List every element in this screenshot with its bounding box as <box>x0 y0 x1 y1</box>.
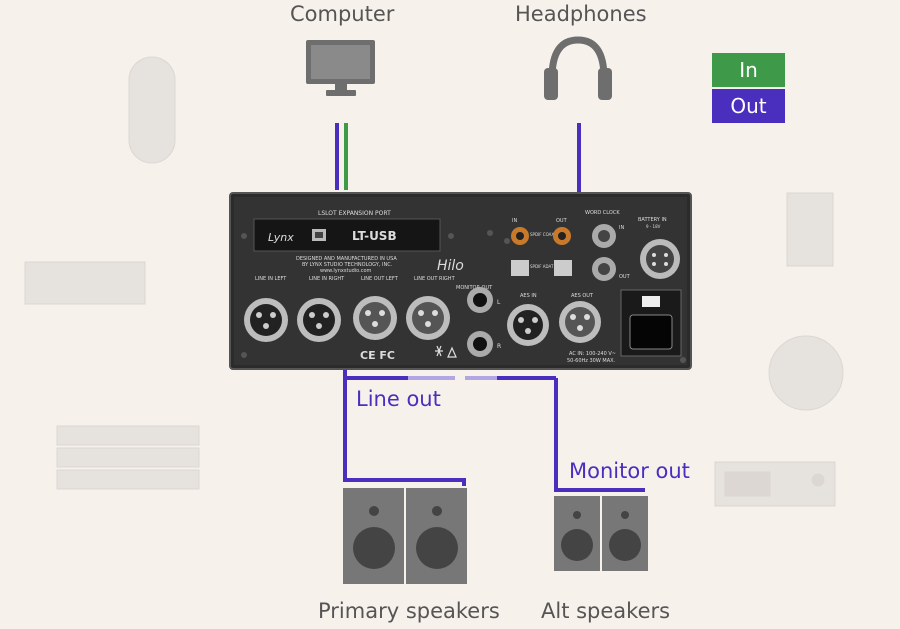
wc-out-label: OUT <box>619 274 631 280</box>
line-in-right-xlr <box>297 298 341 342</box>
aes-in-label: AES IN <box>520 293 537 299</box>
legend-out: Out <box>712 89 785 123</box>
monitor-out-label: MONITOR OUT <box>456 285 493 291</box>
headphones-icon <box>544 36 612 100</box>
line-in-left-xlr <box>244 298 288 342</box>
made-in-line2: BY LYNX STUDIO TECHNOLOGY, INC. <box>302 262 393 268</box>
alt-speakers-label: Alt speakers <box>541 599 671 623</box>
monitor-out-l-jack <box>467 287 493 313</box>
background-devices <box>24 56 844 507</box>
line-in-right-label: LINE IN RIGHT <box>309 276 345 282</box>
word-clock-label: WORD CLOCK <box>585 210 620 216</box>
bg-receiver-knob <box>811 473 825 487</box>
bg-microphone <box>128 56 176 164</box>
spdif-coax-out-rca <box>553 227 571 245</box>
line-out-right-xlr <box>406 296 450 340</box>
panel-screws <box>241 230 686 363</box>
spdif-out-label: OUT <box>556 218 568 224</box>
line-in-left-label: LINE IN LEFT <box>255 276 287 282</box>
line-out-label: Line out <box>356 387 441 411</box>
monitor-out-r-jack <box>467 331 493 357</box>
aes-out-label: AES OUT <box>571 293 594 299</box>
line-out-cable <box>343 369 466 486</box>
ac-in-line1: AC IN: 100-240 V~ <box>569 351 616 357</box>
spdif-in-label: IN <box>512 218 517 224</box>
legend-in: In <box>712 53 785 87</box>
bg-rack-unit-3 <box>56 469 200 490</box>
spdif-coax-label: SPDIF COAX <box>530 232 554 237</box>
weee-icon <box>435 345 443 357</box>
spdif-coax-in-rca <box>511 227 529 245</box>
expansion-slot <box>253 218 441 252</box>
alt-speakers-icon <box>554 496 648 571</box>
spdif-adat-label: SPDIF ADAT OPT. <box>530 264 563 269</box>
word-clock-in-bnc <box>592 224 616 248</box>
ac-in-line2: 50-60Hz 30W MAX. <box>567 358 616 364</box>
primary-speakers-label: Primary speakers <box>318 599 500 623</box>
website: www.lynxstudio.com <box>320 268 372 274</box>
bg-tall-box <box>786 192 834 267</box>
line-out-left-xlr <box>353 296 397 340</box>
aes-in-xlr <box>507 304 549 346</box>
optical-out-port <box>554 260 572 276</box>
bg-rack-unit-1 <box>56 425 200 446</box>
iec-power-inlet <box>629 314 673 350</box>
hilo-rear-panel: LSLOT EXPANSION PORT Lynx LT-USB DESIGNE… <box>229 192 692 370</box>
monitor-l-label: L <box>497 299 501 306</box>
made-in-line1: DESIGNED AND MANUFACTURED IN USA <box>296 256 397 262</box>
brand-logo: Lynx <box>268 231 294 244</box>
headphones-label: Headphones <box>515 2 647 26</box>
card-name: LT-USB <box>352 229 397 243</box>
monitor-out-label: Monitor out <box>569 459 690 483</box>
optical-in-port <box>511 260 529 276</box>
bg-device-box <box>24 261 146 305</box>
bg-rack-unit-2 <box>56 447 200 468</box>
monitor-r-label: R <box>497 343 501 350</box>
battery-volts-label: 9 - 18V <box>646 224 661 229</box>
expansion-port-label: LSLOT EXPANSION PORT <box>318 210 391 217</box>
bg-round-speaker <box>768 335 844 411</box>
primary-speakers-icon <box>343 488 467 584</box>
certification-marks: CE FC <box>360 349 395 362</box>
computer-label: Computer <box>290 2 395 26</box>
computer-usb-cable <box>335 123 348 190</box>
battery-in-label: BATTERY IN <box>638 217 667 223</box>
bg-receiver-display <box>724 471 771 497</box>
aes-out-xlr <box>559 301 601 343</box>
product-logo: Hilo <box>437 258 464 274</box>
word-clock-out-bnc <box>592 257 616 281</box>
line-out-left-label: LINE OUT LEFT <box>361 276 399 282</box>
warning-icon <box>447 346 457 358</box>
computer-icon <box>306 40 375 96</box>
battery-in-connector <box>640 239 680 279</box>
line-out-right-label: LINE OUT RIGHT <box>414 276 456 282</box>
monitor-out-cable <box>465 376 645 492</box>
wc-in-label: IN <box>619 225 624 231</box>
power-switch <box>642 296 660 307</box>
